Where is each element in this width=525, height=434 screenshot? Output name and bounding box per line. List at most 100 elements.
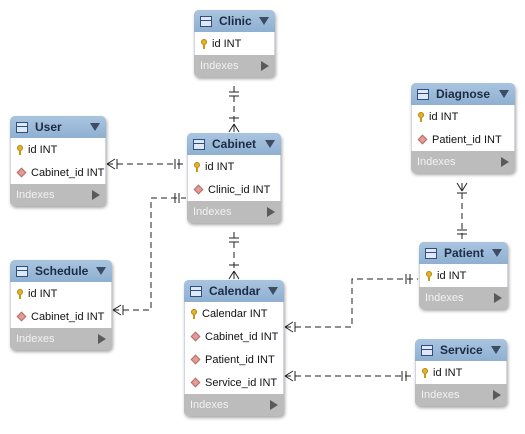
table-icon bbox=[200, 15, 212, 27]
column-row[interactable]: Calendar INT bbox=[185, 302, 283, 325]
one-marker bbox=[405, 274, 411, 284]
table-cabinet[interactable]: Cabinet id INT Clinic_id INT Indexes bbox=[187, 133, 281, 223]
table-service[interactable]: Service id INT Indexes bbox=[415, 339, 507, 406]
expand-arrow-icon[interactable] bbox=[501, 157, 509, 167]
foreign-key-icon bbox=[190, 354, 201, 365]
one-marker bbox=[457, 229, 467, 235]
table-calendar[interactable]: Calendar Calendar INT Cabinet_id INT Pat… bbox=[184, 280, 284, 416]
table-user[interactable]: User id INT Cabinet_id INT Indexes bbox=[10, 116, 106, 206]
primary-key-icon bbox=[194, 161, 200, 172]
indexes-label: Indexes bbox=[190, 399, 229, 411]
indexes-section[interactable]: Indexes bbox=[10, 328, 112, 350]
column-label: id INT bbox=[28, 287, 58, 300]
table-icon bbox=[193, 138, 205, 150]
collapse-arrow-icon[interactable] bbox=[491, 346, 501, 354]
table-name: Clinic bbox=[219, 14, 252, 28]
column-row[interactable]: Clinic_id INT bbox=[188, 178, 280, 201]
primary-key-icon bbox=[17, 288, 23, 299]
table-patient[interactable]: Patient id INT Indexes bbox=[419, 242, 508, 309]
table-header[interactable]: Schedule bbox=[10, 260, 112, 282]
column-row[interactable]: Cabinet_id INT bbox=[11, 161, 105, 184]
expand-arrow-icon[interactable] bbox=[493, 390, 501, 400]
expand-arrow-icon[interactable] bbox=[494, 293, 502, 303]
column-row[interactable]: Patient_id INT bbox=[412, 128, 514, 151]
indexes-section[interactable]: Indexes bbox=[187, 201, 281, 223]
column-row[interactable]: id INT bbox=[11, 282, 111, 305]
column-row[interactable]: id INT bbox=[195, 32, 274, 55]
table-diagnose[interactable]: Diagnose id INT Patient_id INT Indexes bbox=[411, 83, 515, 173]
indexes-section[interactable]: Indexes bbox=[184, 394, 284, 416]
primary-key-icon bbox=[418, 111, 424, 122]
collapse-arrow-icon[interactable] bbox=[265, 140, 275, 148]
table-header[interactable]: Diagnose bbox=[411, 83, 515, 105]
column-label: Patient_id INT bbox=[205, 353, 275, 366]
many-marker bbox=[228, 117, 240, 133]
column-row[interactable]: id INT bbox=[11, 138, 105, 161]
foreign-key-icon bbox=[417, 134, 428, 145]
many-marker bbox=[284, 370, 296, 382]
expand-arrow-icon[interactable] bbox=[98, 334, 106, 344]
indexes-section[interactable]: Indexes bbox=[194, 55, 275, 77]
column-row[interactable]: Patient_id INT bbox=[185, 348, 283, 371]
collapse-arrow-icon[interactable] bbox=[499, 90, 509, 98]
column-label: Calendar INT bbox=[202, 307, 268, 320]
column-label: Clinic_id INT bbox=[208, 183, 271, 196]
table-header[interactable]: Cabinet bbox=[187, 133, 281, 155]
table-header[interactable]: Patient bbox=[419, 242, 508, 264]
column-label: id INT bbox=[429, 110, 459, 123]
column-label: Cabinet_id INT bbox=[31, 310, 105, 323]
indexes-section[interactable]: Indexes bbox=[411, 151, 515, 173]
column-row[interactable]: Cabinet_id INT bbox=[185, 325, 283, 348]
column-list: id INT bbox=[419, 264, 508, 287]
column-label: id INT bbox=[28, 143, 58, 156]
table-icon bbox=[425, 247, 437, 259]
column-row[interactable]: Service_id INT bbox=[185, 371, 283, 394]
table-name: Calendar bbox=[209, 284, 261, 298]
expand-arrow-icon[interactable] bbox=[261, 61, 269, 71]
indexes-label: Indexes bbox=[417, 156, 456, 168]
foreign-key-icon bbox=[16, 311, 27, 322]
indexes-label: Indexes bbox=[193, 206, 232, 218]
indexes-label: Indexes bbox=[421, 389, 460, 401]
collapse-arrow-icon[interactable] bbox=[268, 287, 278, 295]
foreign-key-icon bbox=[193, 184, 204, 195]
column-list: id INT Cabinet_id INT bbox=[10, 282, 112, 328]
column-row[interactable]: id INT bbox=[420, 264, 507, 287]
column-row[interactable]: id INT bbox=[188, 155, 280, 178]
table-header[interactable]: Calendar bbox=[184, 280, 284, 302]
one-marker bbox=[401, 371, 407, 381]
column-label: Patient_id INT bbox=[432, 133, 502, 146]
column-row[interactable]: id INT bbox=[412, 105, 514, 128]
table-clinic[interactable]: Clinic id INT Indexes bbox=[194, 10, 275, 77]
table-header[interactable]: User bbox=[10, 116, 106, 138]
expand-arrow-icon[interactable] bbox=[92, 190, 100, 200]
one-marker bbox=[174, 159, 180, 169]
collapse-arrow-icon[interactable] bbox=[90, 123, 100, 131]
primary-key-icon bbox=[422, 367, 428, 378]
collapse-arrow-icon[interactable] bbox=[96, 267, 106, 275]
column-label: Service_id INT bbox=[205, 376, 278, 389]
table-name: Cabinet bbox=[212, 137, 257, 151]
indexes-section[interactable]: Indexes bbox=[415, 384, 507, 406]
expand-arrow-icon[interactable] bbox=[267, 207, 275, 217]
column-list: id INT bbox=[194, 32, 275, 55]
column-list: id INT Patient_id INT bbox=[411, 105, 515, 151]
table-icon bbox=[16, 121, 28, 133]
table-header[interactable]: Service bbox=[415, 339, 507, 361]
column-row[interactable]: id INT bbox=[416, 361, 506, 384]
indexes-section[interactable]: Indexes bbox=[419, 287, 508, 309]
indexes-label: Indexes bbox=[200, 60, 239, 72]
collapse-arrow-icon[interactable] bbox=[259, 17, 269, 25]
expand-arrow-icon[interactable] bbox=[270, 400, 278, 410]
collapse-arrow-icon[interactable] bbox=[492, 249, 502, 257]
table-name: Patient bbox=[444, 246, 485, 260]
column-list: id INT Cabinet_id INT bbox=[10, 138, 106, 184]
table-header[interactable]: Clinic bbox=[194, 10, 275, 32]
link-calendar-patient bbox=[285, 278, 418, 328]
table-schedule[interactable]: Schedule id INT Cabinet_id INT Indexes bbox=[10, 260, 112, 350]
column-row[interactable]: Cabinet_id INT bbox=[11, 305, 111, 328]
table-icon bbox=[16, 265, 28, 277]
indexes-section[interactable]: Indexes bbox=[10, 184, 106, 206]
